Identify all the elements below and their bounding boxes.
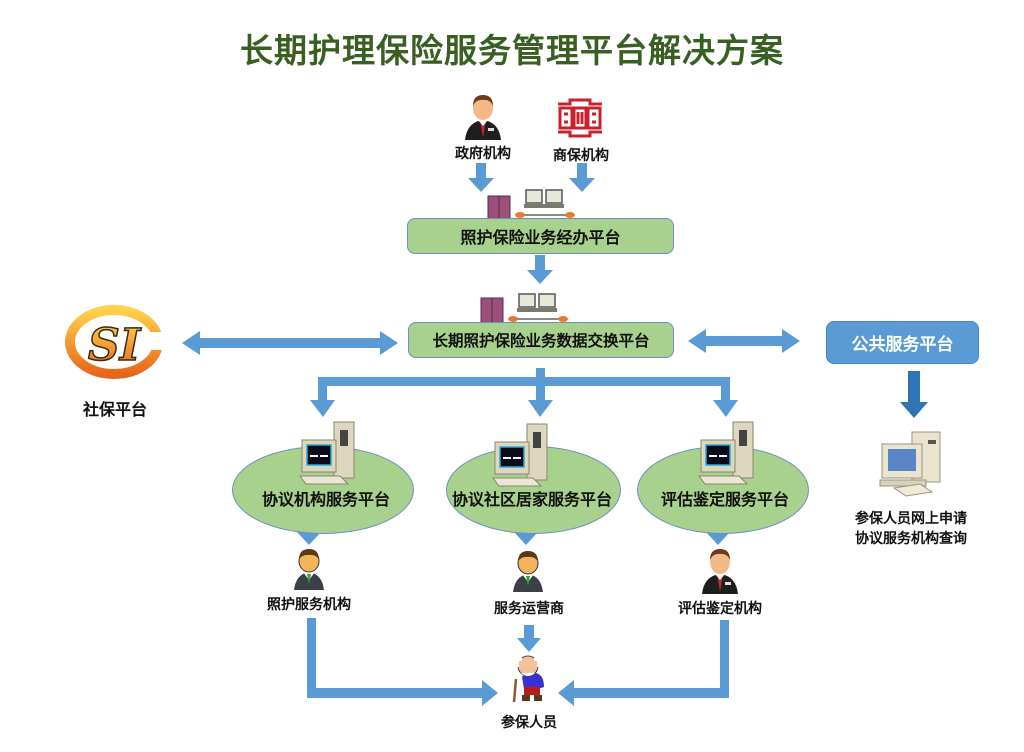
commercial-insurance-icon bbox=[556, 98, 604, 138]
agency-service-platform-label: 协议机构服务平台 bbox=[261, 490, 390, 509]
arrow-business-to-exchange bbox=[527, 255, 553, 284]
arrow-to-agency-platform bbox=[310, 377, 335, 417]
social-security-label: 社保平台 bbox=[82, 400, 147, 419]
insured-person-label: 参保人员 bbox=[501, 715, 557, 731]
desktop-computer-icon bbox=[298, 421, 356, 485]
arrow-assessment-agency-to-insured bbox=[558, 620, 729, 706]
arrow-to-community-platform bbox=[528, 384, 553, 417]
arrow-exchange-public-bidirectional bbox=[688, 329, 800, 353]
assessment-agency-label: 评估鉴定机构 bbox=[678, 601, 762, 617]
public-terminal-line-1: 参保人员网上申请 bbox=[855, 511, 967, 527]
businessman-icon bbox=[700, 548, 740, 594]
government-label: 政府机构 bbox=[455, 146, 511, 162]
arrow-commercial-to-business bbox=[569, 163, 595, 192]
desktop-computer-icon bbox=[491, 423, 549, 487]
arrow-si-exchange-bidirectional bbox=[182, 331, 398, 355]
service-operator-label: 服务运营商 bbox=[494, 601, 564, 617]
svg-text:SI: SI bbox=[88, 320, 142, 371]
arrow-public-to-terminal bbox=[900, 371, 928, 418]
arrow-operator-to-insured bbox=[517, 625, 541, 652]
tree-bar bbox=[318, 377, 730, 386]
public-terminal-line-2: 协议服务机构查询 bbox=[855, 531, 967, 547]
arrow-to-assessment-platform bbox=[713, 377, 738, 417]
data-exchange-platform[interactable]: 长期照护保险业务数据交换平台 bbox=[408, 322, 674, 358]
commercial-insurance-label: 商保机构 bbox=[553, 148, 609, 164]
chinese-pattern-logo-icon bbox=[558, 98, 602, 138]
server-network-icon bbox=[487, 188, 575, 225]
si-logo-icon: SI bbox=[65, 305, 164, 379]
business-handling-platform[interactable]: 照护保险业务经办平台 bbox=[407, 218, 674, 254]
public-service-platform[interactable]: 公共服务平台 bbox=[826, 321, 979, 364]
care-agency-label: 照护服务机构 bbox=[267, 597, 351, 613]
arrow-gov-to-business bbox=[468, 163, 494, 192]
assessment-service-platform-label: 评估鉴定服务平台 bbox=[660, 490, 789, 509]
elderly-person-icon bbox=[508, 655, 550, 703]
businessman-icon bbox=[465, 95, 501, 140]
staff-person-icon bbox=[511, 550, 545, 592]
desktop-computer-icon bbox=[876, 430, 946, 497]
community-service-platform-label: 协议社区居家服务平台 bbox=[451, 490, 612, 509]
desktop-computer-icon bbox=[697, 421, 755, 485]
government-icon bbox=[461, 92, 505, 142]
page-title: 长期护理保险服务管理平台解决方案 bbox=[240, 31, 784, 70]
server-network-icon bbox=[480, 292, 568, 329]
arrow-care-agency-to-insured bbox=[307, 618, 498, 706]
tree-stem bbox=[536, 368, 545, 384]
staff-person-icon bbox=[292, 548, 326, 590]
